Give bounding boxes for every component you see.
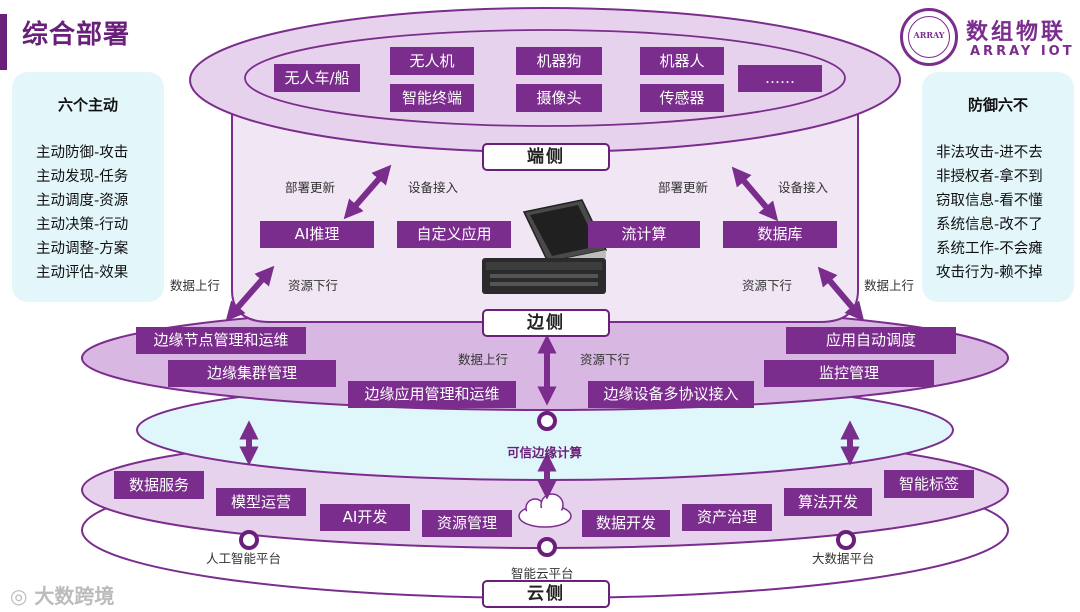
module-custom-app: 自定义应用 <box>397 221 511 248</box>
node-dot <box>239 530 259 550</box>
arrow-end-left-upper <box>343 164 392 220</box>
cloud-asset-governance: 资产治理 <box>682 504 772 531</box>
arrow-end-right-upper <box>731 166 779 222</box>
cloud-tier-tag: 云侧 <box>482 580 610 608</box>
title-accent-bar <box>0 14 7 70</box>
logo-name-en: ARRAY IOT <box>970 44 1075 59</box>
logo-seal-text: ARRAY <box>913 30 945 40</box>
edge-auto-scheduling: 应用自动调度 <box>786 327 956 354</box>
device-drone: 无人机 <box>390 47 474 75</box>
arrow-end-right-lower <box>817 266 865 322</box>
cloud-algorithm-development: 算法开发 <box>784 488 872 516</box>
right-panel-item: 窃取信息-看不懂 <box>936 193 1043 209</box>
label-data-up-left: 数据上行 <box>170 278 221 293</box>
right-panel-item: 系统信息-改不了 <box>936 217 1043 233</box>
logo-name-cn: 数组物联 <box>966 19 1067 45</box>
device-robot: 机器人 <box>640 47 724 75</box>
watermark: ◎ 大数跨境 <box>10 580 114 609</box>
platform-big-data: 大数据平台 <box>812 551 875 566</box>
left-panel-item: 主动评估-效果 <box>36 265 129 281</box>
label-deploy-update-right: 部署更新 <box>658 180 709 195</box>
right-panel-item: 系统工作-不会瘫 <box>936 241 1043 257</box>
device-sensor: 传感器 <box>640 84 724 112</box>
left-panel-item: 主动防御-攻击 <box>36 145 129 161</box>
node-dot <box>537 411 557 431</box>
right-panel-title: 防御六不 <box>967 96 1028 114</box>
label-deploy-update-left: 部署更新 <box>285 180 336 195</box>
edge-monitoring: 监控管理 <box>764 360 934 387</box>
right-panel-item: 非法攻击-进不去 <box>936 145 1043 161</box>
platform-ai: 人工智能平台 <box>206 551 282 566</box>
device-smart-terminal: 智能终端 <box>390 84 474 112</box>
cloud-resource-management: 资源管理 <box>422 510 512 537</box>
edge-app-management: 边缘应用管理和运维 <box>348 381 516 408</box>
right-panel: 防御六不 非法攻击-进不去 非授权者-拿不到 窃取信息-看不懂 系统信息-改不了… <box>922 72 1074 302</box>
cloud-data-service: 数据服务 <box>114 471 204 499</box>
edge-tier-tag: 边侧 <box>482 309 610 337</box>
left-panel-item: 主动决策-行动 <box>36 217 129 233</box>
edge-node-management: 边缘节点管理和运维 <box>136 327 306 354</box>
device-camera: 摄像头 <box>516 84 602 112</box>
label-edge-resource-down: 资源下行 <box>580 352 631 367</box>
device-more: …… <box>738 65 822 92</box>
device-ring-ellipse <box>244 29 846 127</box>
cloud-model-operation: 模型运营 <box>216 488 306 516</box>
left-panel-item: 主动调整-方案 <box>36 241 129 257</box>
label-data-up-right: 数据上行 <box>864 278 915 293</box>
device-unmanned-vehicle: 无人车/船 <box>274 64 360 92</box>
node-dot <box>537 537 557 557</box>
trusted-edge-label: 可信边缘计算 <box>507 445 583 460</box>
cloud-data-development: 数据开发 <box>582 510 670 537</box>
page-title: 综合部署 <box>22 20 131 50</box>
label-device-access-left: 设备接入 <box>408 180 459 195</box>
device-robot-dog: 机器狗 <box>516 47 602 75</box>
edge-server-device-icon <box>482 199 608 294</box>
watermark-logo-icon: ◎ <box>10 584 28 608</box>
node-dot <box>836 530 856 550</box>
watermark-text: 大数跨境 <box>34 584 115 608</box>
left-panel: 六个主动 主动防御-攻击 主动发现-任务 主动调度-资源 主动决策-行动 主动调… <box>12 72 164 302</box>
module-stream-compute: 流计算 <box>588 221 700 248</box>
module-ai-inference: AI推理 <box>260 221 374 248</box>
edge-multi-protocol-access: 边缘设备多协议接入 <box>588 381 754 408</box>
logo-seal-icon: ARRAY <box>900 8 958 66</box>
edge-cluster-management: 边缘集群管理 <box>168 360 336 387</box>
platform-smart-cloud: 智能云平台 <box>511 566 574 581</box>
cloud-ai-development: AI开发 <box>320 504 410 531</box>
end-tier-tag: 端侧 <box>482 143 610 171</box>
module-database: 数据库 <box>723 221 837 248</box>
company-logo: ARRAY 数组物联 ARRAY IOT <box>900 8 1072 70</box>
right-panel-item: 非授权者-拿不到 <box>936 169 1043 185</box>
cloud-smart-tagging: 智能标签 <box>884 470 974 498</box>
left-panel-title: 六个主动 <box>57 96 118 114</box>
label-resource-down-right: 资源下行 <box>742 278 793 293</box>
label-device-access-right: 设备接入 <box>778 180 829 195</box>
arrow-end-left-lower <box>225 265 275 322</box>
left-panel-item: 主动发现-任务 <box>36 169 129 185</box>
left-panel-item: 主动调度-资源 <box>36 193 129 209</box>
label-edge-data-up: 数据上行 <box>458 352 509 367</box>
right-panel-item: 攻击行为-赖不掉 <box>936 265 1043 281</box>
label-resource-down-left: 资源下行 <box>288 278 339 293</box>
